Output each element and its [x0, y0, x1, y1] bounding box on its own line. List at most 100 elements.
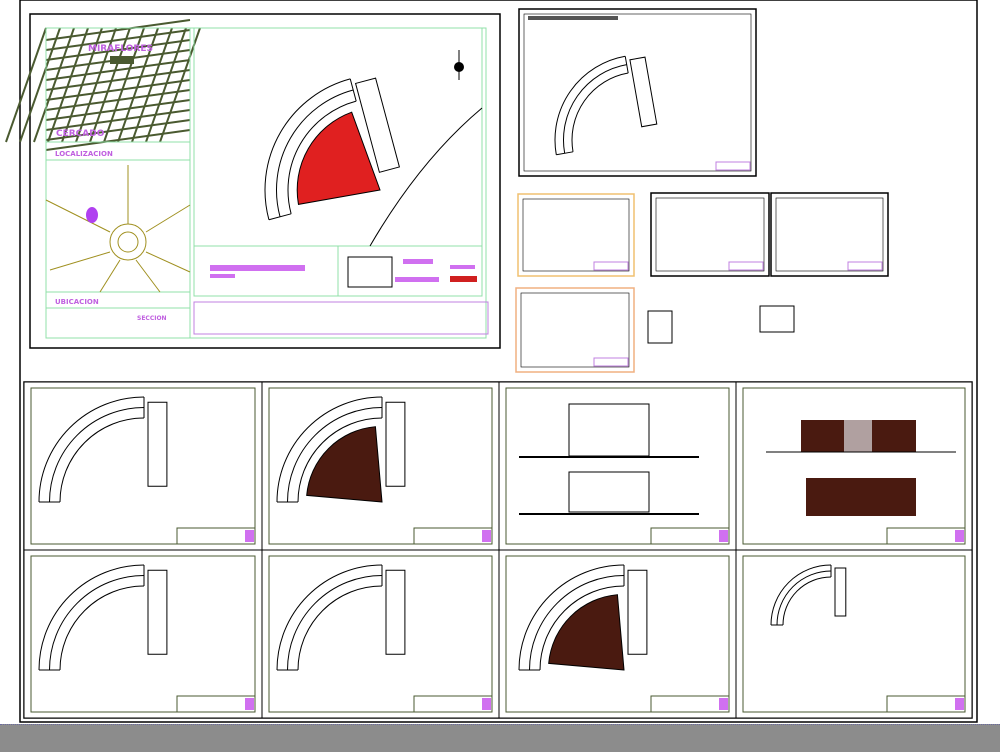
fan-arc [782, 576, 832, 626]
title-block [176, 695, 256, 713]
fan-arc [287, 407, 383, 503]
street [5, 27, 47, 143]
fan-arc [563, 64, 627, 154]
fan-arc [287, 100, 357, 214]
sheet-elevations [498, 381, 737, 551]
sheet-number-tag [482, 698, 491, 710]
sheet-grid [23, 381, 973, 719]
sheet-inner-border [30, 387, 256, 545]
street [45, 69, 191, 91]
title-block [413, 527, 493, 545]
plan-group [554, 55, 658, 156]
floor-plan [276, 564, 406, 671]
title-block [593, 357, 629, 367]
sheet-title [528, 16, 618, 20]
section-b [806, 478, 916, 516]
section-a-window [844, 420, 872, 452]
street [33, 27, 75, 143]
side-block [385, 569, 406, 655]
fan-arc [264, 78, 351, 220]
sheet-inner-border [30, 555, 256, 713]
sheet-number-tag [955, 698, 964, 710]
cad-drawing-canvas[interactable]: MIRAFLORES CERCADO LOCALIZACION UBICACIO… [0, 0, 1000, 724]
fan-fill [548, 594, 625, 671]
sheet-electrical-plan [23, 549, 263, 719]
sheet-border [261, 381, 500, 551]
site-marker [86, 207, 98, 223]
sheet-roof-plan [498, 549, 737, 719]
detail-sheet [650, 192, 770, 277]
sheet-border [735, 381, 973, 551]
fan-edge [556, 56, 629, 156]
street [103, 27, 145, 143]
fan-fill [296, 111, 381, 205]
sheet-border [261, 549, 500, 719]
district-label: MIRAFLORES [88, 44, 153, 54]
floor-plan [770, 564, 847, 626]
section-label: SECCION [137, 315, 167, 322]
fan-edge [771, 565, 832, 626]
sheet-number-tag [245, 530, 254, 542]
sheet-inner-border [742, 387, 966, 545]
title-block [593, 261, 629, 271]
localization-title: LOCALIZACION [55, 150, 113, 158]
fan-arc [776, 570, 832, 626]
sheet-border [498, 381, 737, 551]
fan-arc [38, 396, 145, 503]
floor-plan [38, 564, 168, 671]
area-label: CERCADO [56, 129, 105, 139]
roundabout [45, 165, 191, 293]
title-block [728, 261, 764, 271]
sheet-inner-border [520, 292, 630, 368]
fan-arc [287, 575, 383, 671]
street [145, 27, 187, 143]
side-block [385, 401, 406, 487]
title-block [650, 527, 730, 545]
street [19, 27, 61, 143]
title-block [413, 695, 493, 713]
fan-arc [276, 89, 354, 217]
title-block [886, 527, 966, 545]
sheet-inner-border [505, 555, 730, 713]
fan-arc [49, 575, 145, 671]
fan-arc [276, 396, 383, 503]
fan-fill [306, 426, 383, 503]
street [45, 89, 191, 111]
side-block [834, 567, 847, 617]
elevation-rear [568, 471, 650, 513]
street [45, 59, 191, 81]
title-block [847, 261, 883, 271]
fan-arc [297, 585, 383, 671]
side-block [629, 56, 658, 128]
street [47, 27, 89, 143]
street [45, 129, 191, 151]
fan-arc [59, 417, 145, 503]
detail-sheet [515, 287, 635, 373]
sheet-structural-details [735, 549, 973, 719]
street [117, 27, 159, 143]
fan-arc [518, 564, 625, 671]
title-block [176, 527, 256, 545]
fan-edge [39, 565, 145, 671]
fan-arc [297, 417, 383, 503]
bottom-bar [0, 724, 1000, 752]
site-plan [264, 77, 401, 221]
sheet-sanitary-plan [261, 549, 500, 719]
sheet-inner-border [655, 197, 765, 272]
sheet-sections [735, 381, 973, 551]
ubicacion-title: UBICACION [55, 298, 99, 306]
outer-frame [19, 0, 978, 723]
sheet-number-tag [482, 530, 491, 542]
detail-sheets [515, 8, 889, 373]
north-arrow-icon [454, 50, 464, 80]
fan-edge [277, 397, 383, 503]
fan-arc [770, 564, 832, 626]
fan-arc [539, 585, 625, 671]
detail-sheet [770, 192, 889, 277]
floor-plan [38, 396, 168, 503]
street [159, 27, 201, 143]
street [45, 99, 191, 121]
street [131, 27, 173, 143]
sheet-floor-plan-fill [261, 381, 500, 551]
fan-arc [529, 575, 625, 671]
